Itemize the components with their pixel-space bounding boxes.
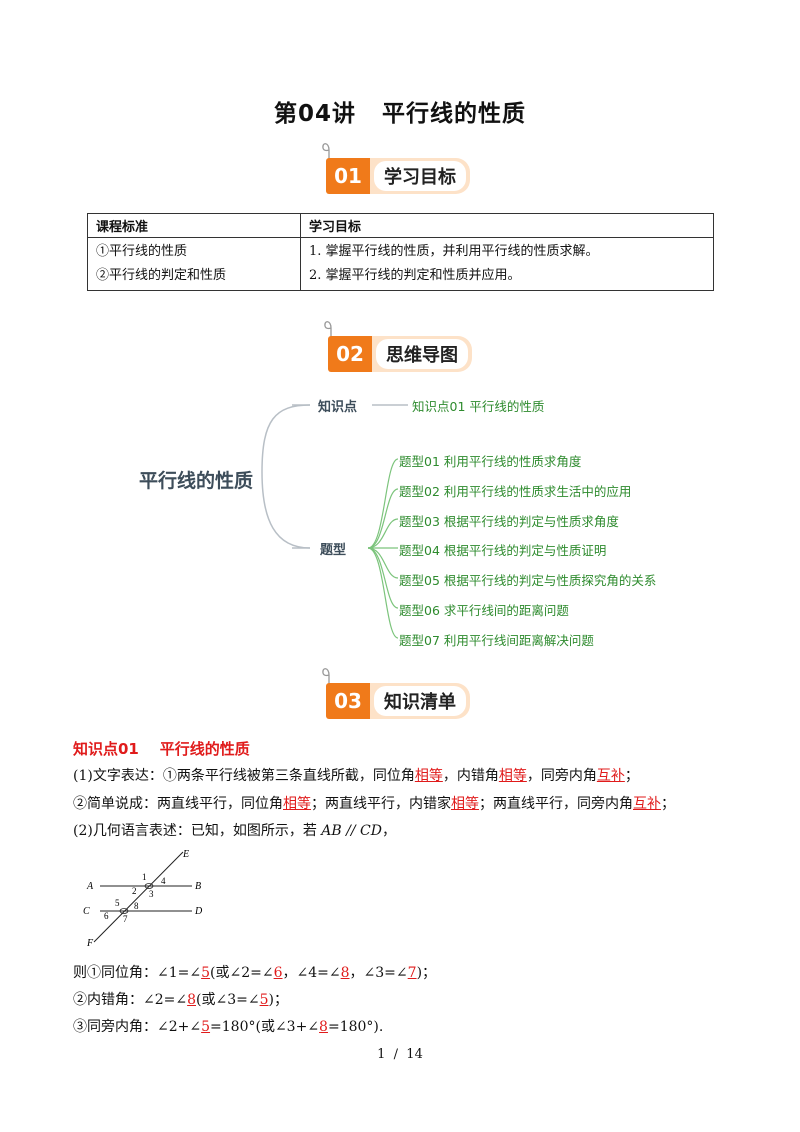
hook-icon <box>322 668 330 691</box>
label-D: D <box>194 906 203 917</box>
section-label: 思维导图 <box>376 339 468 369</box>
text-line: (2)几何语言表述：已知，如图所示，若 AB // CD， <box>73 823 396 839</box>
angle-label: 4 <box>161 876 166 886</box>
mindmap-leaf: 题型07 利用平行线间距离解决问题 <box>399 633 594 648</box>
section-badge-knowledge: 03 知识清单 <box>320 668 470 719</box>
page-title: 第04讲平行线的性质 <box>273 101 526 127</box>
answer: 相等 <box>414 768 443 784</box>
text-line: (1)文字表达：①两条平行线被第三条直线所截，同位角相等，内错角相等，同旁内角互… <box>73 768 639 784</box>
objective-item: 2. 掌握平行线的判定和性质并应用。 <box>309 268 521 283</box>
mindmap-leaf: 题型04 根据平行线的判定与性质证明 <box>399 543 607 558</box>
objectives-cell: 1. 掌握平行线的性质，并利用平行线的性质求解。 2. 掌握平行线的判定和性质并… <box>300 237 714 291</box>
hook-icon <box>322 143 330 166</box>
mindmap-leaf: 题型06 求平行线间的距离问题 <box>399 603 569 618</box>
mindmap-leaf: 题型05 根据平行线的判定与性质探究角的关系 <box>399 573 657 588</box>
mindmap-connectors <box>261 404 408 639</box>
answer: 8 <box>319 1019 328 1035</box>
label-B: B <box>195 881 201 892</box>
text-line: ③同旁内角：∠2+∠5=180°(或∠3+∠8=180°). <box>73 1019 384 1035</box>
label-F: F <box>86 938 94 949</box>
mindmap-branch-types: 题型 <box>320 543 347 558</box>
section-badge-mindmap: 02 思维导图 <box>322 321 472 372</box>
angle-label: 6 <box>104 911 109 921</box>
angle-label: 8 <box>134 901 139 911</box>
hook-icon <box>324 321 332 344</box>
table-header: 学习目标 <box>300 213 714 238</box>
label-A: A <box>86 881 94 892</box>
answer: 5 <box>201 965 211 981</box>
answer: 5 <box>201 1019 211 1035</box>
answer: 互补 <box>633 796 661 812</box>
angle-label: 5 <box>115 898 120 908</box>
answer: 相等 <box>451 796 479 812</box>
answer: 5 <box>259 992 269 1008</box>
knowledge-point-title: 知识点01 平行线的性质 <box>73 740 250 758</box>
mindmap-leaf: 题型01 利用平行线的性质求角度 <box>399 454 582 469</box>
goals-table: 课程标准 学习目标 ①平行线的性质 ②平行线的判定和性质 1. 掌握平行线的性质… <box>87 213 714 291</box>
section-number: 02 <box>328 336 372 372</box>
text-line: 则①同位角：∠1=∠5(或∠2=∠6，∠4=∠8，∠3=∠7)； <box>73 965 437 981</box>
answer: 相等 <box>283 796 311 812</box>
page-number: 1 / 14 <box>377 1047 423 1062</box>
angle-label: 1 <box>142 872 147 882</box>
parallel-lines-figure: A B C D E F 1 2 3 4 5 6 7 8 <box>83 849 203 949</box>
answer: 6 <box>273 965 283 981</box>
angle-label: 2 <box>132 886 137 896</box>
label-C: C <box>83 906 90 917</box>
mindmap-branch-knowledge: 知识点 <box>318 400 358 415</box>
answer: 互补 <box>596 768 625 784</box>
section-number: 03 <box>326 683 370 719</box>
objective-item: 1. 掌握平行线的性质，并利用平行线的性质求解。 <box>309 244 599 259</box>
angle-label: 3 <box>149 889 154 899</box>
mindmap-leaf: 知识点01 平行线的性质 <box>412 399 545 414</box>
mindmap-leaf: 题型03 根据平行线的判定与性质求角度 <box>399 514 619 529</box>
answer: 相等 <box>498 768 527 784</box>
answer: 8 <box>340 965 350 981</box>
answer: 8 <box>187 992 197 1008</box>
section-number: 01 <box>326 158 370 194</box>
standard-item: ②平行线的判定和性质 <box>96 268 227 283</box>
answer: 7 <box>407 965 417 981</box>
mindmap-root: 平行线的性质 <box>139 470 254 492</box>
standard-item: ①平行线的性质 <box>96 244 188 259</box>
table-header: 课程标准 <box>87 213 301 238</box>
section-label: 学习目标 <box>374 161 466 191</box>
mindmap-leaf: 题型02 利用平行线的性质求生活中的应用 <box>399 484 632 499</box>
section-badge-goals: 01 学习目标 <box>320 143 470 194</box>
label-E: E <box>182 849 189 860</box>
section-label: 知识清单 <box>374 686 466 716</box>
text-line: ②内错角：∠2=∠8(或∠3=∠5)； <box>73 992 288 1008</box>
text-line: ②简单说成：两直线平行，同位角相等；两直线平行，内错家相等；两直线平行，同旁内角… <box>73 796 675 812</box>
standards-cell: ①平行线的性质 ②平行线的判定和性质 <box>87 237 301 291</box>
angle-label: 7 <box>123 914 128 924</box>
